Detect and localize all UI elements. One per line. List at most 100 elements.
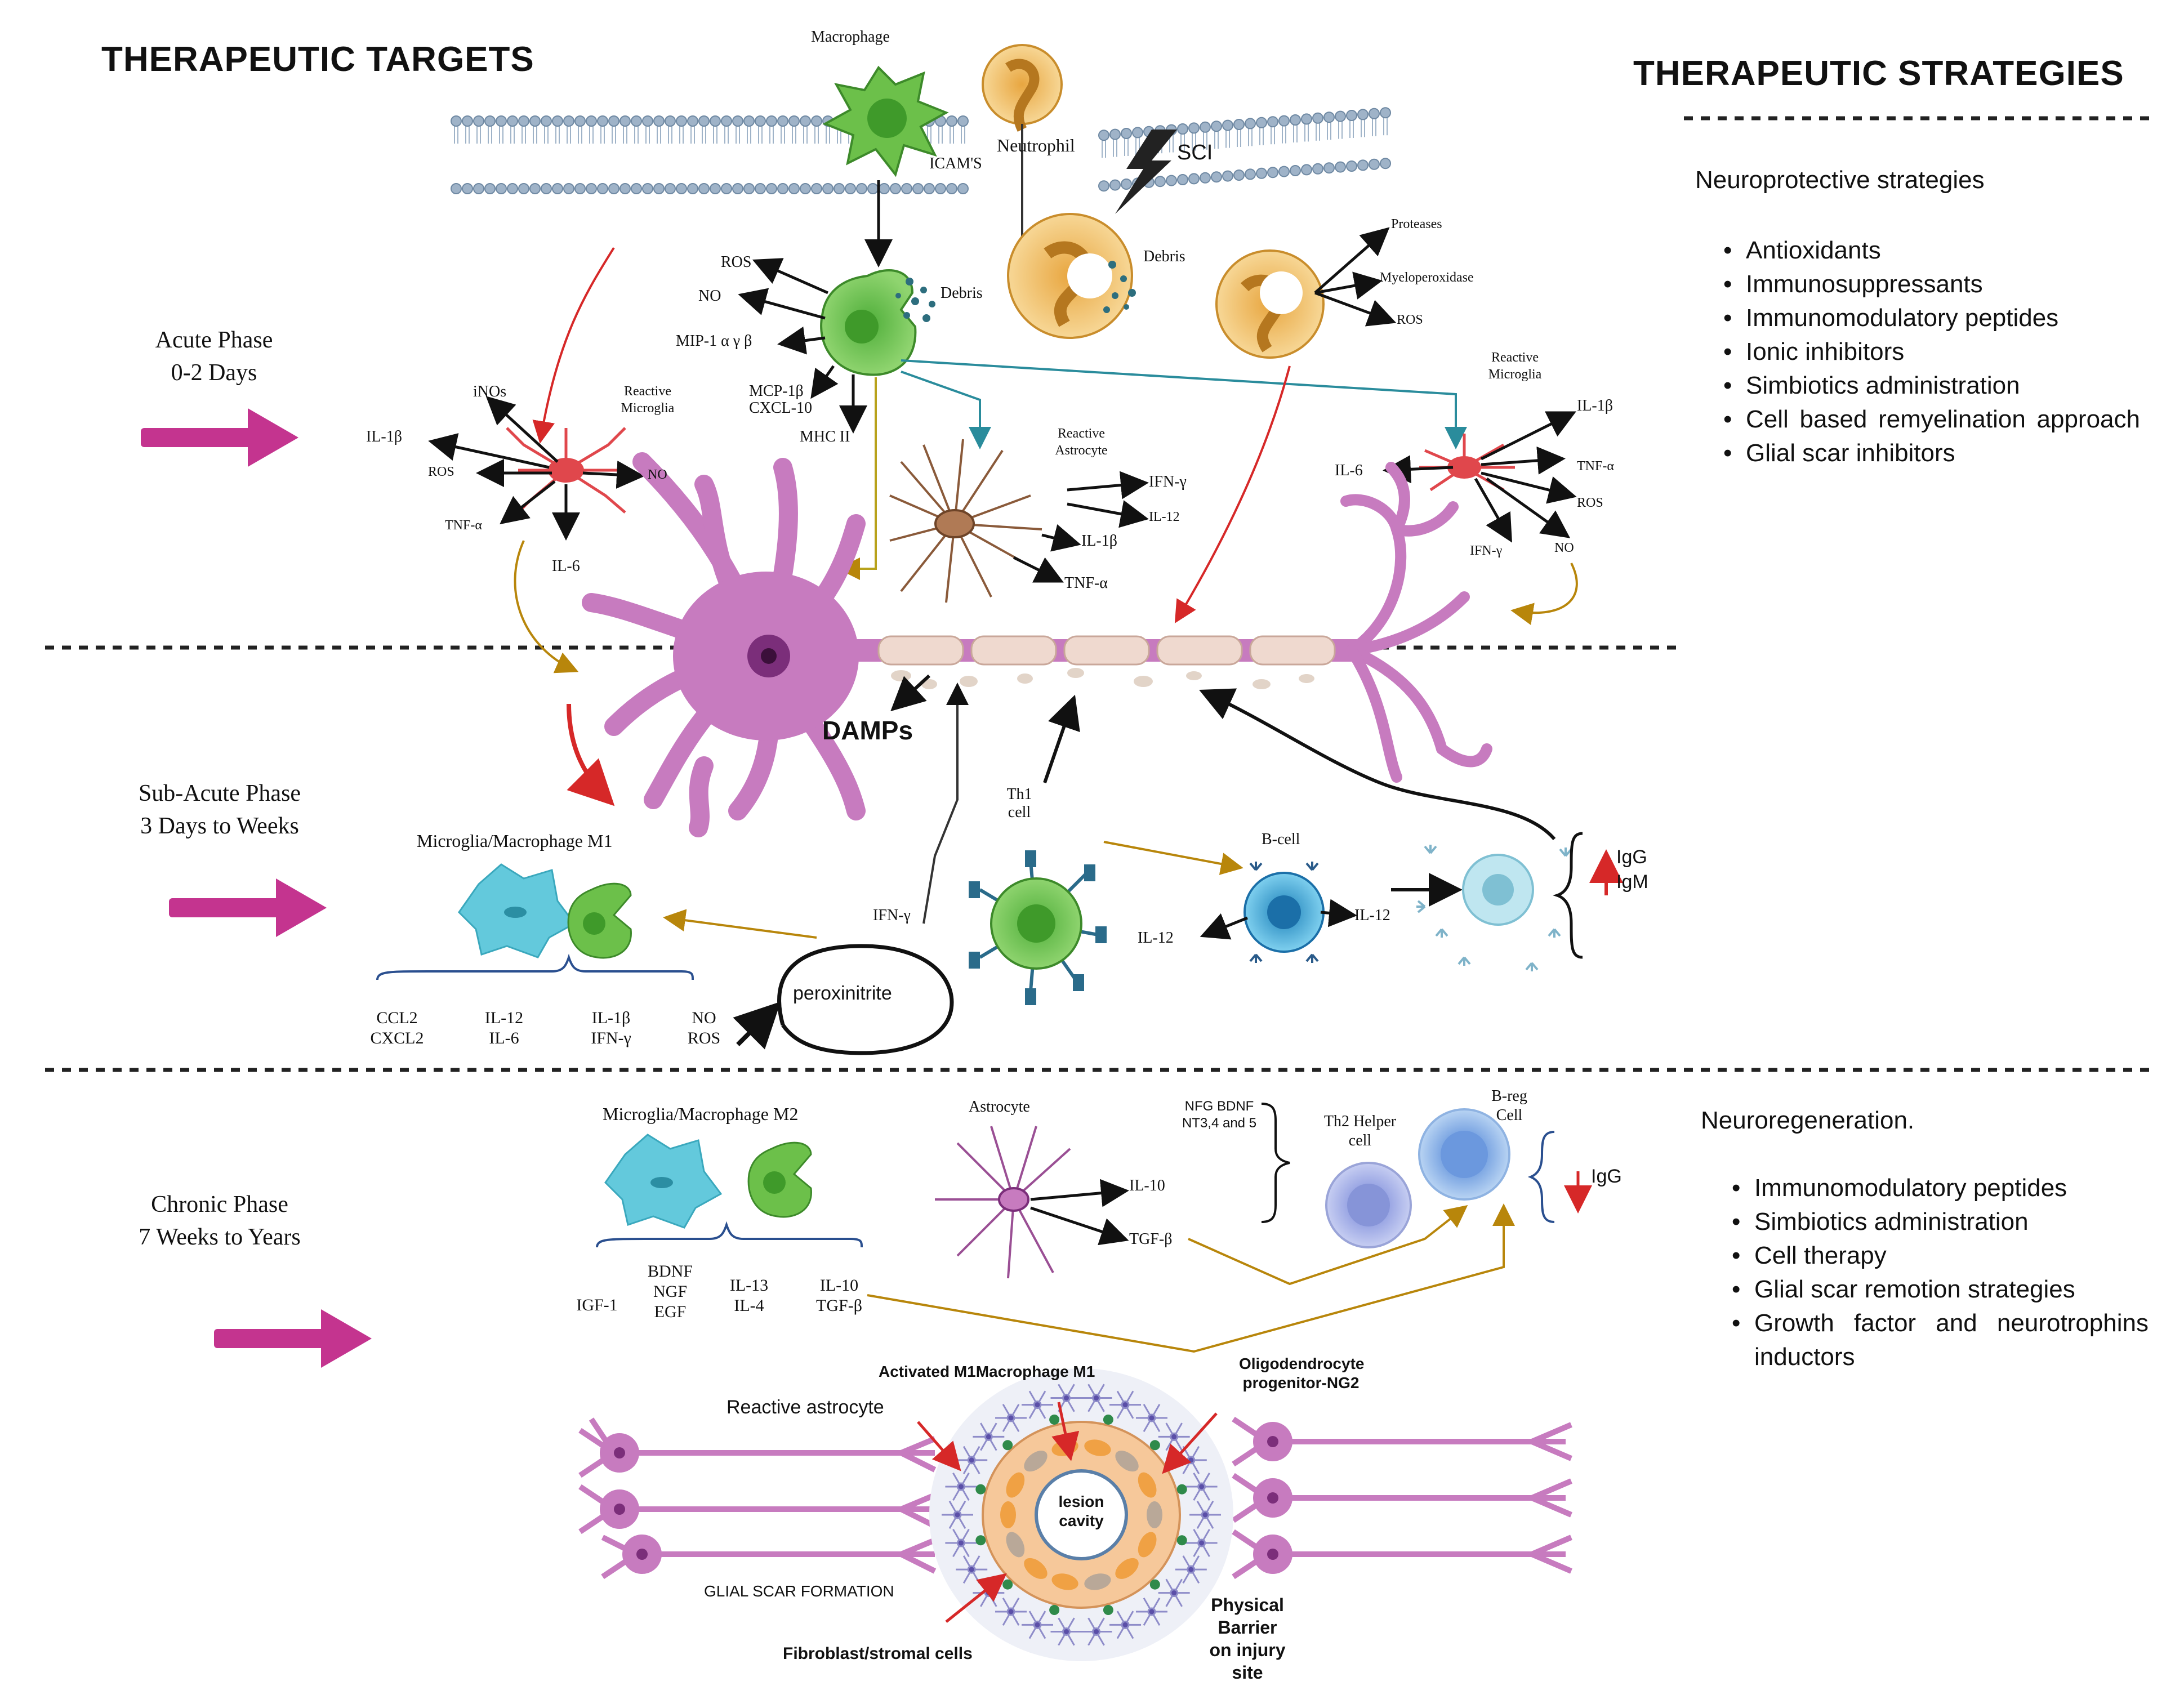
b-cell-label: B-cell xyxy=(1262,831,1300,848)
th2-label: Th2 Helper cell xyxy=(1323,1113,1397,1149)
macrophage-ros-label: ROS xyxy=(721,253,752,271)
rm-right-il6: IL-6 xyxy=(1335,462,1363,479)
m1-cytokines-4: NO ROS xyxy=(670,1008,738,1049)
igg-brace-chronic xyxy=(1527,1131,1555,1223)
subacute-ifng-label: IFN-γ xyxy=(873,907,911,924)
rm-right-no: NO xyxy=(1554,541,1574,555)
th1-label: Th1 cell xyxy=(1006,786,1032,821)
neuron xyxy=(582,452,1492,837)
mhc-label: MHC II xyxy=(800,428,850,445)
rm-left-tnfa: TNF-α xyxy=(445,518,482,533)
subacute-phase-name: Sub-Acute Phase xyxy=(138,780,301,806)
astrocyte-chronic xyxy=(935,1126,1071,1279)
neurotrophic-factors-label: NFG BDNF NT3,4 and 5 xyxy=(1182,1099,1257,1131)
lesion-cavity-label: lesion cavity xyxy=(1058,1493,1104,1529)
damps-label: DAMPs xyxy=(822,716,913,745)
m2-cyt-tgfb: TGF-β xyxy=(816,1296,862,1315)
rm-left-ros: ROS xyxy=(428,465,454,479)
m1-cyt-il12: IL-12 xyxy=(484,1009,524,1027)
debris-dots-2 xyxy=(1103,261,1136,313)
neuroregeneration-item: Immunomodulatory peptides xyxy=(1732,1171,2182,1205)
m2-cytokines-3: IL-13 IL-4 xyxy=(715,1275,783,1316)
bcell-il12-left: IL-12 xyxy=(1138,929,1174,947)
m1-cytokines-1: CCL2 CXCL2 xyxy=(349,1008,445,1049)
igg-up-label: IgG xyxy=(1616,846,1647,868)
rm-left-il1b: IL-1β xyxy=(366,428,402,445)
neuroprotective-item: Glial scar inhibitors xyxy=(1723,436,2174,470)
reactive-microglia-right xyxy=(1419,434,1515,492)
rm-left-no: NO xyxy=(648,467,667,482)
m1-cyt-ros: ROS xyxy=(687,1029,721,1047)
neutrophil-mid xyxy=(1007,213,1133,339)
neuroprotective-list: Antioxidants Immunosuppressants Immunomo… xyxy=(1712,234,2174,470)
activated-macrophage xyxy=(820,269,917,376)
astro-il1b: IL-1β xyxy=(1081,532,1117,550)
m2-label: Microglia/Macrophage M2 xyxy=(603,1104,799,1124)
m2-cytokines-4: IL-10 TGF-β xyxy=(800,1275,879,1316)
astro-il12: IL-12 xyxy=(1149,510,1180,524)
neuroprotective-item: Immunomodulatory peptides xyxy=(1723,301,2174,335)
igm-up-label: IgM xyxy=(1616,871,1648,893)
rm-right-ros: ROS xyxy=(1577,496,1603,510)
reactive-microglia-left-label: Reactive Microglia xyxy=(621,384,675,416)
neutrophil-label: Neutrophil xyxy=(997,135,1075,155)
neuroprotective-item: Ionic inhibitors xyxy=(1723,335,2174,369)
m2-cyt-il13: IL-13 xyxy=(729,1276,769,1295)
m1-cyt-cxcl2: CXCL2 xyxy=(370,1029,424,1047)
neuroprotective-item: Simbiotics administration xyxy=(1723,369,2174,403)
macrophage-no-label: NO xyxy=(698,287,721,305)
physical-barrier-label: Physical Barrier on injury site xyxy=(1209,1595,1286,1683)
m1-green-cell xyxy=(567,882,632,959)
m2-cyt-igf1: IGF-1 xyxy=(576,1296,618,1314)
reactive-astrocyte xyxy=(889,439,1042,603)
neutrophil-top xyxy=(982,44,1063,237)
astro-tnfa: TNF-α xyxy=(1064,574,1108,592)
m2-cyt-bdnf-ngf: BDNF NGF xyxy=(647,1262,693,1301)
activated-m1-label: Activated M1Macrophage M1 xyxy=(879,1363,1095,1380)
m2-cyt-il4: IL-4 xyxy=(734,1296,764,1315)
m1-cyan-cell xyxy=(458,863,576,958)
chronic-phase-duration: 7 Weeks to Years xyxy=(139,1224,301,1250)
rm-right-ifng: IFN-γ xyxy=(1470,543,1503,558)
mcp-label: MCP-1β xyxy=(749,382,804,400)
neuroregeneration-item: Cell therapy xyxy=(1732,1239,2182,1273)
m1-cytokines-3: IL-1β IFN-γ xyxy=(563,1008,659,1049)
neuroregeneration-item: Simbiotics administration xyxy=(1732,1205,2182,1239)
glial-scar-label: GLIAL SCAR FORMATION xyxy=(704,1582,894,1600)
plasma-cell xyxy=(1416,845,1572,971)
th1-cell xyxy=(969,850,1107,1005)
sci-label: SCI xyxy=(1177,141,1213,164)
myeloperoxidase-label: Myeloperoxidase xyxy=(1380,270,1474,285)
m1-cytokines-2: IL-12 IL-6 xyxy=(456,1008,552,1049)
m2-brace xyxy=(596,1221,863,1248)
m2-cyan-cell xyxy=(604,1134,723,1229)
neuroregeneration-item: Growth factor and neurotrophins inductor… xyxy=(1732,1306,2149,1374)
ig-up-labels: IgG IgM xyxy=(1616,845,1648,894)
neuroregeneration-item: Glial scar remotion strategies xyxy=(1732,1273,2182,1306)
subacute-phase-label: Sub-Acute Phase 3 Days to Weeks xyxy=(107,777,332,842)
rm-left-il6: IL-6 xyxy=(552,557,580,575)
therapeutic-targets-heading: THERAPEUTIC TARGETS xyxy=(101,40,534,79)
acute-phase-arrow xyxy=(141,408,298,467)
m1-label: Microglia/Macrophage M1 xyxy=(417,831,613,851)
acute-phase-duration: 0-2 Days xyxy=(171,360,257,386)
b-reg-label: B-reg Cell xyxy=(1491,1087,1527,1124)
reactive-microglia-right-label: Reactive Microglia xyxy=(1488,350,1542,382)
bcell-il12-right: IL-12 xyxy=(1354,907,1390,924)
therapeutic-strategies-heading: THERAPEUTIC STRATEGIES xyxy=(1633,54,2124,93)
debris-dots-1 xyxy=(895,278,935,322)
m1-cyt-il1b: IL-1β xyxy=(591,1009,631,1027)
neuroregeneration-list: Immunomodulatory peptides Simbiotics adm… xyxy=(1721,1171,2182,1374)
chronic-igg-label: IgG xyxy=(1591,1166,1622,1187)
m2-green-cell xyxy=(747,1141,812,1218)
factors-brace xyxy=(1261,1103,1290,1223)
rm-right-tnfa: TNF-α xyxy=(1577,459,1614,474)
astro-ifng: IFN-γ xyxy=(1149,473,1187,490)
m1-brace xyxy=(376,953,694,980)
chronic-tgfb-label: TGF-β xyxy=(1129,1230,1173,1248)
neuroprotective-title: Neuroprotective strategies xyxy=(1695,166,1985,194)
acute-phase-label: Acute Phase 0-2 Days xyxy=(101,324,327,389)
chronic-phase-arrow xyxy=(214,1309,372,1368)
peroxinitrite-label: peroxinitrite xyxy=(793,983,892,1004)
